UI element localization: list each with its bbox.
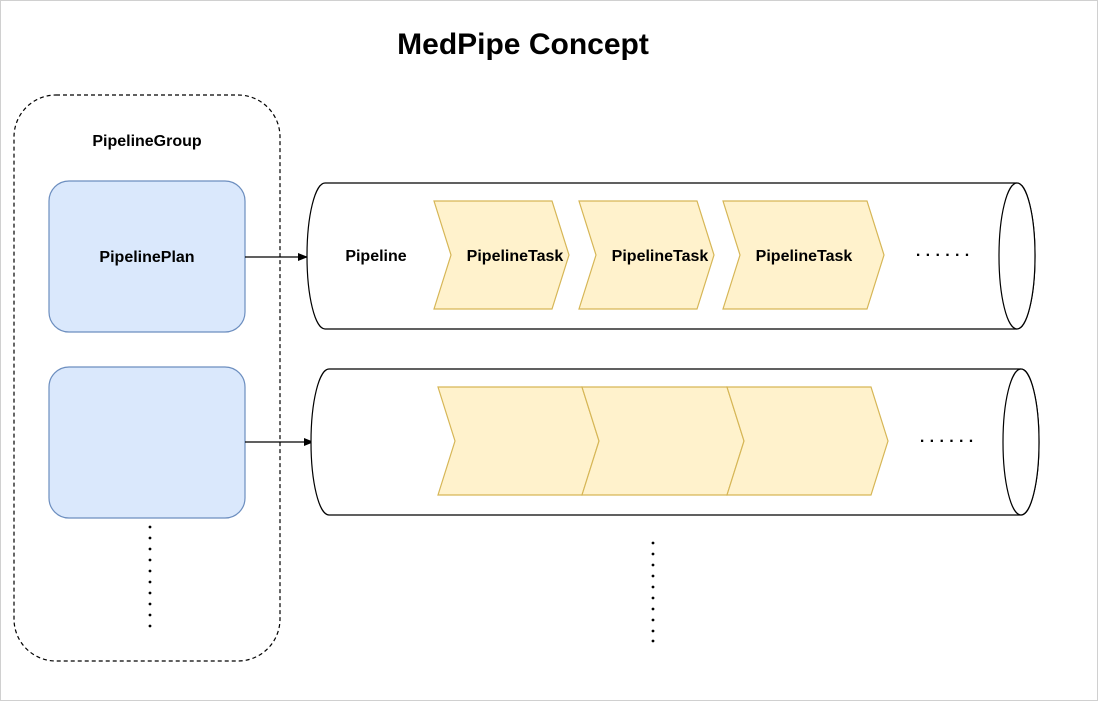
pipeline-plan-box <box>48 366 246 519</box>
more-plans-marker <box>148 525 152 628</box>
pipeline-label: Pipeline <box>345 248 406 265</box>
pipeline-task-label: PipelineTask <box>756 248 853 265</box>
diagram-title: MedPipe Concept <box>397 28 649 61</box>
pipeline-task-chevron <box>578 200 715 310</box>
pipeline-group-container <box>13 94 281 662</box>
pipeline-group-label: PipelineGroup <box>92 133 202 150</box>
pipeline-task-label: PipelineTask <box>612 248 709 265</box>
more-tasks-ellipsis: · · · · · · <box>920 433 974 450</box>
pipeline-plan-label: PipelinePlan <box>99 249 194 266</box>
pipeline-task-chevron <box>581 386 745 496</box>
pipeline-task-chevron <box>722 200 885 310</box>
pipeline-task-chevron <box>726 386 889 496</box>
pipeline-task-label: PipelineTask <box>467 248 564 265</box>
more-tasks-ellipsis: · · · · · · <box>916 247 970 264</box>
pipeline-task-chevron <box>433 200 570 310</box>
more-pipelines-marker <box>651 541 655 643</box>
pipeline-task-chevron <box>437 386 600 496</box>
